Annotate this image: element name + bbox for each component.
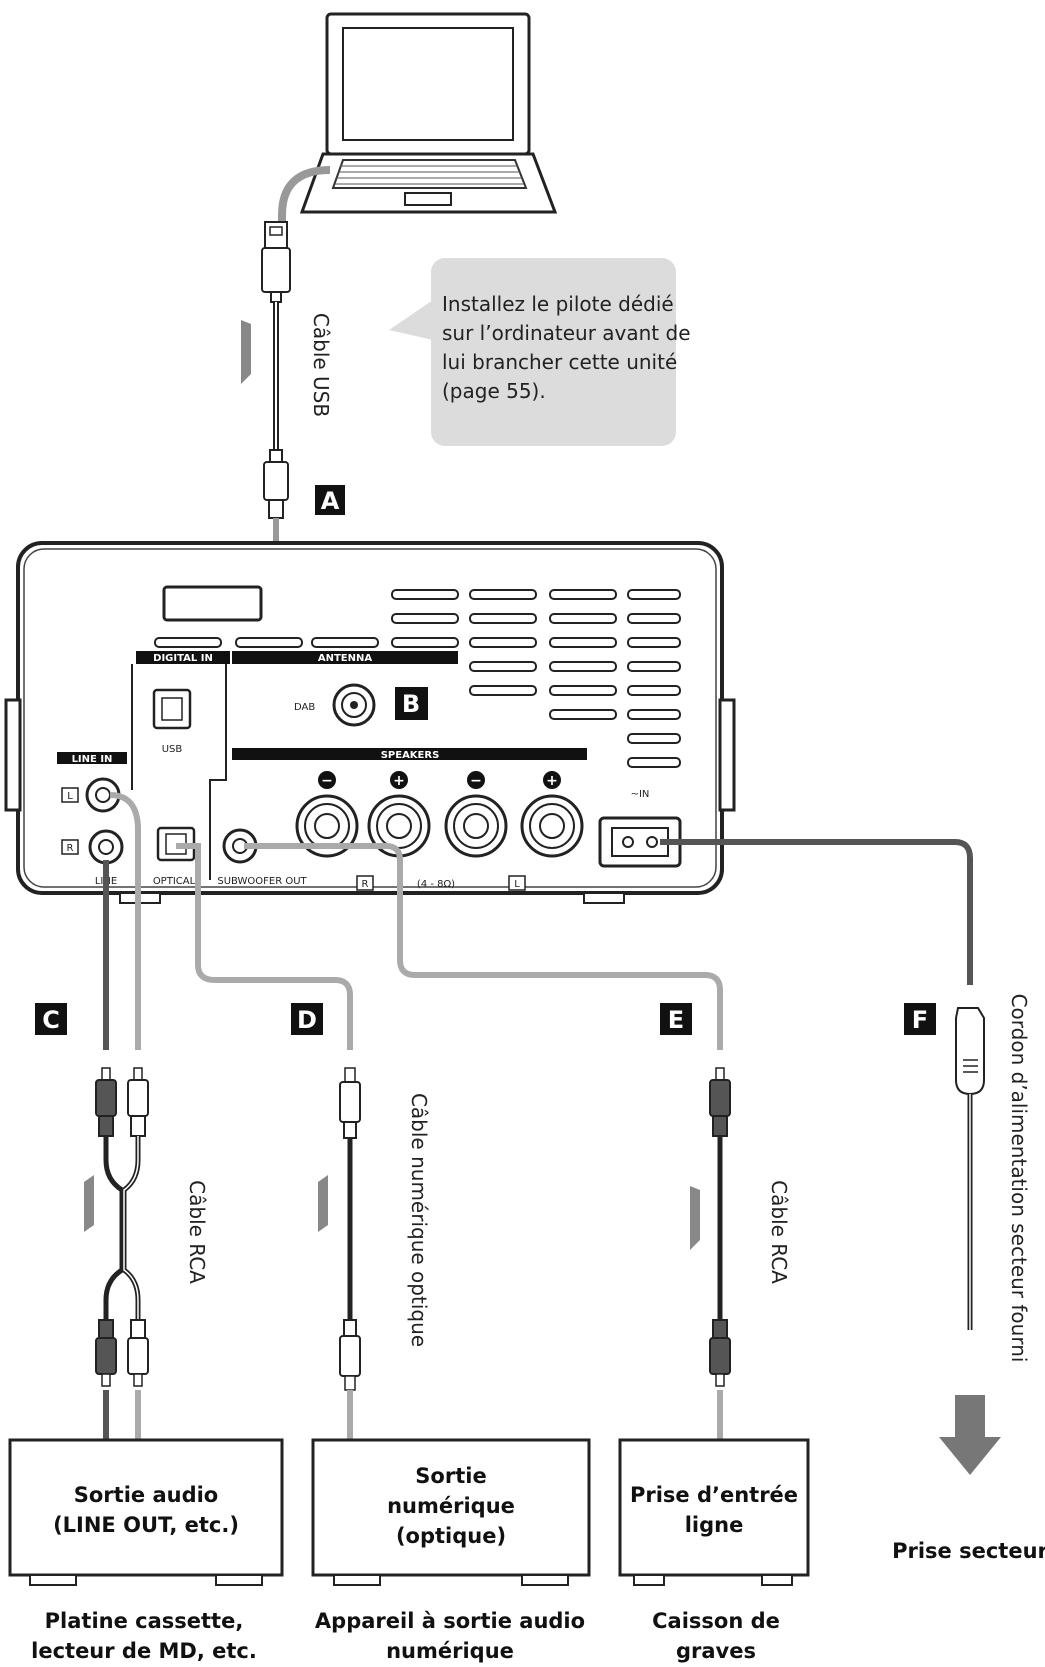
subwoofer-out-label: SUBWOOFER OUT bbox=[217, 876, 307, 887]
line-in-l-label: L bbox=[67, 791, 73, 802]
caption-cassette-1: Platine cassette, bbox=[45, 1609, 244, 1633]
impedance-label: (4 - 8Ω) bbox=[417, 879, 455, 890]
device-line-input: Prise d’entrée ligne bbox=[618, 1438, 810, 1586]
speaker-l-label: L bbox=[514, 879, 520, 890]
marker-d: D bbox=[291, 1003, 323, 1035]
note-line-1: Installez le pilote dédié bbox=[442, 292, 674, 316]
svg-text:D: D bbox=[297, 1006, 317, 1034]
device-digital-out: Sortie numérique (optique) bbox=[311, 1438, 591, 1586]
marker-c: C bbox=[35, 1003, 67, 1035]
line-input-line-1: Prise d’entrée bbox=[630, 1483, 798, 1507]
ac-in-label: ~IN bbox=[631, 789, 650, 800]
svg-text:+: + bbox=[393, 773, 405, 789]
line-input-line-2: ligne bbox=[685, 1513, 744, 1537]
down-arrow-icon bbox=[939, 1395, 1001, 1475]
caption-digital-device-2: numérique bbox=[386, 1639, 514, 1663]
svg-text:−: − bbox=[321, 773, 333, 789]
optical-cable bbox=[339, 1067, 361, 1440]
digital-out-line-3: (optique) bbox=[396, 1524, 506, 1548]
marker-a: A bbox=[315, 485, 345, 515]
svg-text:A: A bbox=[321, 487, 340, 515]
usb-cable-label: Câble USB bbox=[309, 313, 333, 417]
caption-cassette-2: lecteur de MD, etc. bbox=[31, 1639, 257, 1663]
rca-left-cable-label: Câble RCA bbox=[185, 1180, 209, 1284]
rca-cable-left bbox=[95, 1067, 149, 1440]
optical-label: OPTICAL bbox=[153, 876, 196, 887]
caption-digital-device-1: Appareil à sortie audio bbox=[315, 1609, 585, 1633]
subwoofer-cable-path bbox=[244, 843, 723, 1050]
note-line-4: (page 55). bbox=[442, 379, 546, 403]
note-line-3: lui brancher cette unité bbox=[442, 350, 677, 374]
svg-text:B: B bbox=[402, 690, 420, 718]
up-arrow-icon bbox=[318, 1175, 328, 1232]
line-in-r-label: R bbox=[67, 843, 74, 854]
rca-right-cable-label: Câble RCA bbox=[767, 1180, 791, 1284]
marker-e: E bbox=[660, 1003, 692, 1035]
digital-out-line-1: Sortie bbox=[415, 1464, 486, 1488]
rear-panel: DIGITAL IN ANTENNA USB DAB B LINE IN L R… bbox=[4, 541, 736, 904]
rca-left-cable-light bbox=[109, 792, 141, 1050]
marker-b: B bbox=[395, 687, 428, 720]
antenna-label: ANTENNA bbox=[318, 653, 372, 664]
optical-cable-label: Câble numérique optique bbox=[407, 1093, 431, 1347]
power-cable-path bbox=[660, 839, 973, 985]
audio-out-line-1: Sortie audio bbox=[74, 1483, 218, 1507]
caption-subwoofer-1: Caisson de bbox=[652, 1609, 780, 1633]
power-cord bbox=[955, 1007, 985, 1330]
svg-text:+: + bbox=[546, 773, 558, 789]
note-line-2: sur l’ordinateur avant de bbox=[442, 321, 691, 345]
svg-text:−: − bbox=[470, 773, 482, 789]
down-arrow-icon bbox=[241, 320, 251, 384]
device-audio-out: Sortie audio (LINE OUT, etc.) bbox=[8, 1438, 284, 1586]
down-arrow-icon bbox=[690, 1186, 700, 1250]
speaker-r-label: R bbox=[362, 879, 369, 890]
speaker-terminals: − + − + bbox=[295, 771, 584, 858]
digital-in-label: DIGITAL IN bbox=[153, 653, 213, 664]
caption-subwoofer-2: graves bbox=[676, 1639, 756, 1663]
audio-out-line-2: (LINE OUT, etc.) bbox=[53, 1513, 239, 1537]
svg-text:E: E bbox=[668, 1006, 684, 1034]
marker-f: F bbox=[904, 1003, 936, 1035]
digital-out-line-2: numérique bbox=[387, 1494, 515, 1518]
svg-text:F: F bbox=[912, 1006, 928, 1034]
rca-cable-right bbox=[709, 1067, 731, 1440]
line-in-label: LINE IN bbox=[72, 754, 113, 765]
optical-cable-path bbox=[176, 843, 353, 1050]
usb-port-label: USB bbox=[162, 744, 183, 755]
usb-cable bbox=[190, 166, 331, 685]
outlet-label: Prise secteur bbox=[892, 1539, 1045, 1563]
laptop-illustration bbox=[299, 12, 558, 214]
svg-text:C: C bbox=[42, 1006, 60, 1034]
power-cord-label: Cordon d’alimentation secteur fourni bbox=[1007, 994, 1031, 1363]
dab-label: DAB bbox=[294, 702, 315, 713]
up-arrow-icon bbox=[84, 1175, 94, 1232]
speakers-label: SPEAKERS bbox=[381, 750, 440, 761]
note-bubble: Installez le pilote dédié sur l’ordinate… bbox=[389, 258, 691, 446]
